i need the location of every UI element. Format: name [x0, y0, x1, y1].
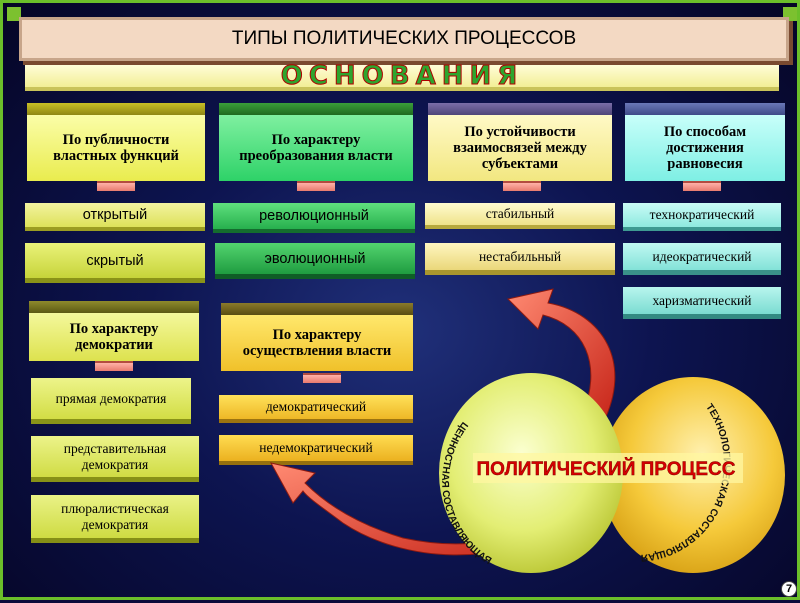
connector-tab [683, 181, 721, 191]
type-technocratic: технократический [623, 203, 781, 231]
bases-banner-text: ОСНОВАНИЯ [280, 61, 524, 91]
criterion-democracy: По характеру демократии [29, 301, 199, 361]
type-ideocratic: идеократический [623, 243, 781, 275]
criterion-stability: По устойчивости взаимосвязей между субъе… [428, 103, 612, 181]
type-open: открытый [25, 203, 205, 231]
type-democratic: демократический [219, 395, 413, 423]
criterion-transformation: По характеру преобразования власти [219, 103, 413, 181]
type-charismatic: харизматический [623, 287, 781, 319]
corner-top-left [7, 7, 21, 21]
type-unstable: нестабильный [425, 243, 615, 275]
connector-tab [503, 181, 541, 191]
upper-arrow [507, 288, 616, 424]
page-title: ТИПЫ ПОЛИТИЧЕСКИХ ПРОЦЕССОВ [19, 17, 789, 61]
type-hidden: скрытый [25, 243, 205, 283]
connector-tab [297, 181, 335, 191]
type-stable: стабильный [425, 203, 615, 229]
type-revolutionary: революционный [213, 203, 415, 233]
type-representative-democracy: представительная демократия [31, 436, 199, 482]
political-process-title: ПОЛИТИЧЕСКИЙ ПРОЦЕСС [477, 458, 736, 480]
type-evolutionary: эволюционный [215, 243, 415, 279]
process-diagram: ЦЕННОСТНАЯ СОСТАВЛЯЮЩАЯ ТЕХНОЛОГИЧЕСКАЯ … [270, 288, 785, 573]
criterion-power-exercise: По характеру осуществления власти [221, 303, 413, 371]
bases-banner: ОСНОВАНИЯ [25, 61, 779, 91]
criterion-equilibrium: По способам достижения равновесия [625, 103, 785, 181]
page-number: 7 [781, 581, 797, 597]
criterion-publicity: По публичности властных функций [27, 103, 205, 181]
connector-tab [95, 361, 133, 371]
connector-tab [97, 181, 135, 191]
type-pluralistic-democracy: плюралистическая демократия [31, 495, 199, 543]
connector-tab [303, 373, 341, 383]
type-direct-democracy: прямая демократия [31, 378, 191, 424]
type-non-democratic: недемократический [219, 435, 413, 465]
